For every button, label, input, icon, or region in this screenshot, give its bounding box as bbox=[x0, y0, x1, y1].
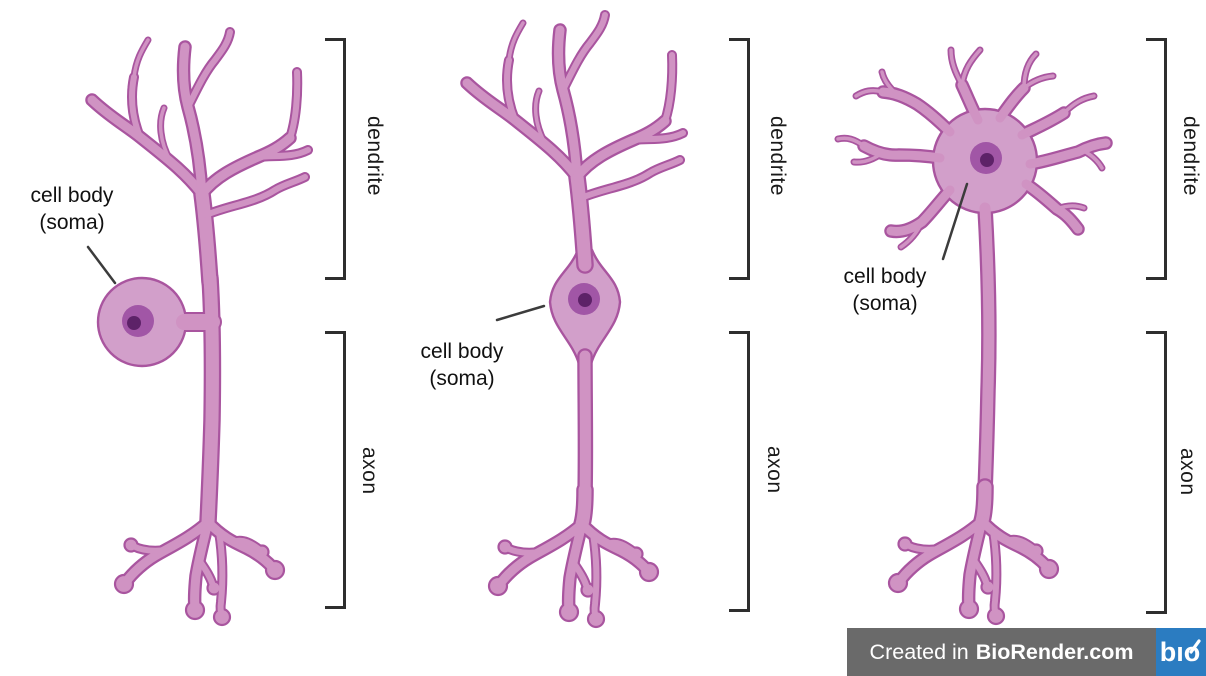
cell-body-label-2: cell body (soma) bbox=[420, 340, 504, 390]
axon-label-2: axon bbox=[763, 446, 786, 494]
dendrite-bracket-1 bbox=[325, 38, 346, 280]
axon-bracket-1 bbox=[325, 331, 346, 609]
leader-line-3 bbox=[941, 182, 969, 261]
leader-line-1 bbox=[86, 245, 117, 285]
neuron-3-nucleolus bbox=[980, 153, 994, 167]
cell-body-label-1: cell body (soma) bbox=[30, 184, 114, 234]
biorender-logo-text: bıo bbox=[1160, 637, 1201, 667]
axon-bracket-3 bbox=[1146, 331, 1167, 614]
cell-body-label-3: cell body (soma) bbox=[843, 265, 927, 315]
dendrite-label-1: dendrite bbox=[363, 116, 386, 196]
neuron-1-nucleolus bbox=[127, 316, 141, 330]
biorender-badge: Created in BioRender.com bıo bbox=[847, 628, 1206, 676]
neuron-2-nucleolus bbox=[578, 293, 592, 307]
axon-label-1: axon bbox=[358, 447, 381, 495]
dendrite-bracket-3 bbox=[1146, 38, 1167, 280]
biorender-logo-icon: bıo bbox=[1160, 637, 1201, 667]
dendrite-label-3: dendrite bbox=[1179, 116, 1202, 196]
dendrite-bracket-2 bbox=[729, 38, 750, 280]
badge-brand: BioRender.com bbox=[975, 639, 1134, 664]
biorender-logo: bıo bbox=[1156, 628, 1206, 676]
axon-label-3: axon bbox=[1176, 448, 1199, 496]
neuron-2-axon bbox=[487, 348, 660, 629]
badge-prefix: Created in bbox=[869, 639, 969, 664]
axon-bracket-2 bbox=[729, 331, 750, 612]
neuron-3-axon-terminals bbox=[887, 478, 1060, 626]
dendrite-label-2: dendrite bbox=[766, 116, 789, 196]
neuron-2-dendrites bbox=[460, 10, 688, 274]
leader-line-2 bbox=[495, 304, 546, 322]
biorender-badge-text: Created in BioRender.com bbox=[847, 628, 1156, 676]
